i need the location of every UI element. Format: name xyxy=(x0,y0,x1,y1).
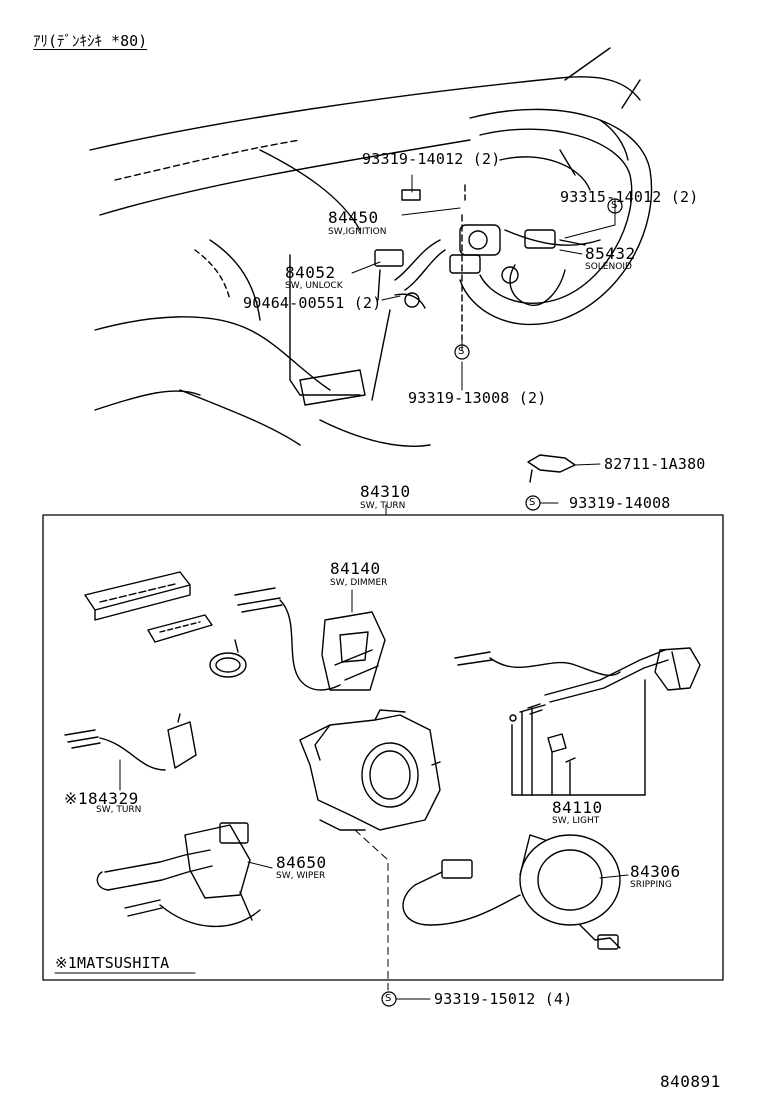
s-marker-label: S xyxy=(458,346,465,357)
leader-93319-15012 xyxy=(354,829,389,991)
leader-lines-upper xyxy=(351,174,616,391)
part-number-82711-1A380[interactable]: 82711-1A380 xyxy=(604,455,706,473)
part-number-93319-14008[interactable]: 93319-14008 xyxy=(569,494,671,512)
part-number-84140[interactable]: 84140 xyxy=(330,559,381,578)
ignition-switch-assembly xyxy=(371,184,501,401)
part-desc-84306: SRIPPING xyxy=(630,880,672,890)
steering-wheel xyxy=(459,108,653,326)
combination-switch-box xyxy=(42,514,724,981)
part-desc-84140: SW, DIMMER xyxy=(330,578,388,588)
part-number-84650[interactable]: 84650 xyxy=(276,853,327,872)
diagram-title: ｱﾘ(ﾃﾞﾝｷｼｷ *80) xyxy=(33,32,148,50)
s-marker-label: S xyxy=(611,200,618,211)
part-number-93319-15012[interactable]: 93319-15012 (4) xyxy=(434,990,573,1008)
spiral-cable xyxy=(402,834,629,950)
part-number-93319-13008[interactable]: 93319-13008 (2) xyxy=(408,389,547,407)
part-desc-84310: SW, TURN xyxy=(360,501,406,511)
wiper-switch xyxy=(96,822,273,928)
part-number-84450[interactable]: 84450 xyxy=(328,208,379,227)
light-switch-lever xyxy=(454,647,701,796)
part-number-93315-14012[interactable]: 93315-14012 (2) xyxy=(560,188,699,206)
s-marker-label: S xyxy=(529,497,536,508)
dimmer-switch xyxy=(234,587,386,691)
part-number-93319-14012[interactable]: 93319-14012 (2) xyxy=(362,150,501,168)
column-housing xyxy=(299,709,441,831)
figure-number: 840891 xyxy=(660,1072,721,1091)
part-number-84306[interactable]: 84306 xyxy=(630,862,681,881)
part-number-84310[interactable]: 84310 xyxy=(360,482,411,501)
part-desc-84052: SW, UNLOCK xyxy=(285,281,343,291)
note-matsushita: ※1MATSUSHITA xyxy=(55,954,170,972)
part-desc-84450: SW,IGNITION xyxy=(328,227,387,237)
part-number-84329[interactable]: ※184329 xyxy=(64,789,139,808)
turn-signal-switch-matsushita xyxy=(64,713,197,791)
part-number-84110[interactable]: 84110 xyxy=(552,798,603,817)
wire-clamp xyxy=(209,639,247,678)
s-markers xyxy=(381,198,623,1007)
connector-block xyxy=(84,571,213,643)
part-number-85432[interactable]: 85432 xyxy=(585,244,636,263)
dashboard-illustration xyxy=(89,47,641,447)
part-desc-84329: SW, TURN xyxy=(96,805,142,815)
part-desc-84110: SW, LIGHT xyxy=(552,816,600,826)
part-desc-84650: SW, WIPER xyxy=(276,871,326,881)
clamp-82711 xyxy=(527,454,601,504)
solenoid-assembly xyxy=(501,229,586,306)
part-number-84052[interactable]: 84052 xyxy=(285,263,336,282)
part-number-90464-00551[interactable]: 90464-00551 (2) xyxy=(243,294,382,312)
part-desc-85432: SOLENOID xyxy=(585,262,632,272)
s-marker-label: S xyxy=(385,993,392,1004)
